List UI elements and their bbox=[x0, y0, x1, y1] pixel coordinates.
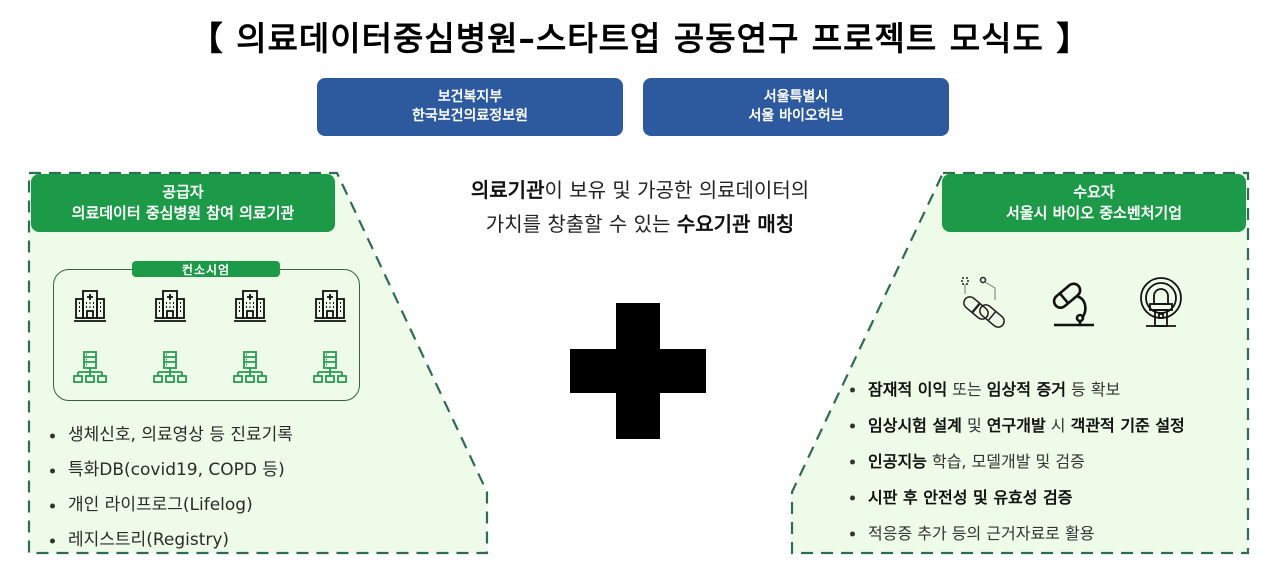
matching-description: 의료기관이 보유 및 가공한 의료데이터의 가치를 창출할 수 있는 수요기관 … bbox=[390, 173, 890, 241]
microscope-icon bbox=[1046, 272, 1100, 332]
server-network-icon bbox=[310, 348, 350, 388]
server-network-icon bbox=[150, 348, 190, 388]
matching-line-1: 의료기관이 보유 및 가공한 의료데이터의 bbox=[390, 173, 890, 207]
list-item: 임상시험 설계 및 연구개발 시 객관적 기준 설정 bbox=[846, 408, 1185, 444]
consortium-label: 컨소시엄 bbox=[132, 261, 280, 277]
matching-emphasis: 의료기관 bbox=[470, 178, 545, 202]
plain-text: 시 bbox=[1045, 416, 1071, 435]
mri-scanner-icon bbox=[1134, 272, 1188, 332]
supplier-data-list: 생체신호, 의료영상 등 진료기록 특화DB(covid19, COPD 등) … bbox=[46, 418, 293, 558]
hospital-icon bbox=[70, 286, 110, 326]
diagram-title: 【 의료데이터중심병원–스타트업 공동연구 프로젝트 모식도 】 bbox=[189, 19, 1091, 58]
plain-text: 적응증 추가 등의 근거자료로 활용 bbox=[868, 524, 1095, 543]
matching-line-2: 가치를 창출할 수 있는 수요기관 매칭 bbox=[390, 207, 890, 241]
org-box-line1: 서울특별시 bbox=[763, 89, 829, 105]
emphasis-text: 임상적 증거 bbox=[986, 380, 1066, 399]
plus-icon bbox=[570, 303, 706, 439]
server-network-icon bbox=[70, 348, 110, 388]
list-item: 적응증 추가 등의 근거자료로 활용 bbox=[846, 516, 1185, 552]
org-box-seoul-city: 서울특별시 서울 바이오허브 bbox=[643, 78, 949, 136]
hospital-icon bbox=[230, 286, 270, 326]
emphasis-text: 객관적 기준 설정 bbox=[1070, 416, 1185, 435]
hospital-icon-row bbox=[70, 286, 350, 326]
matching-text: 가치를 창출할 수 있는 bbox=[485, 212, 677, 236]
list-item: 인공지능 학습, 모델개발 및 검증 bbox=[846, 444, 1185, 480]
capsules-icon bbox=[958, 272, 1012, 332]
list-item: 잠재적 이익 또는 임상적 증거 등 확보 bbox=[846, 372, 1185, 408]
plain-text: 및 bbox=[961, 416, 987, 435]
emphasis-text: 인공지능 bbox=[868, 452, 927, 471]
server-network-icon-row bbox=[70, 348, 350, 388]
org-box-line1: 보건복지부 bbox=[437, 89, 503, 105]
server-network-icon bbox=[230, 348, 270, 388]
emphasis-text: 임상시험 설계 bbox=[868, 416, 962, 435]
supplier-header-role: 공급자 bbox=[162, 183, 204, 201]
demander-header: 수요자 서울시 바이오 중소벤처기업 bbox=[942, 174, 1246, 232]
supplier-header-desc: 의료데이터 중심병원 참여 의료기관 bbox=[71, 204, 295, 222]
list-item: 생체신호, 의료영상 등 진료기록 bbox=[46, 418, 293, 453]
org-box-line2: 서울 바이오허브 bbox=[748, 108, 844, 124]
emphasis-text: 시판 후 안전성 및 유효성 검증 bbox=[868, 488, 1073, 507]
matching-emphasis: 수요기관 매칭 bbox=[676, 212, 795, 236]
plain-text: 등 확보 bbox=[1065, 380, 1121, 399]
demander-header-desc: 서울시 바이오 중소벤처기업 bbox=[1005, 204, 1183, 222]
hospital-icon bbox=[150, 286, 190, 326]
supplier-header: 공급자 의료데이터 중심병원 참여 의료기관 bbox=[31, 174, 335, 232]
plus-horizontal-bar bbox=[570, 349, 706, 393]
demander-header-role: 수요자 bbox=[1073, 183, 1115, 201]
list-item: 레지스트리(Registry) bbox=[46, 523, 293, 558]
list-item: 개인 라이프로그(Lifelog) bbox=[46, 488, 293, 523]
demander-usage-list: 잠재적 이익 또는 임상적 증거 등 확보 임상시험 설계 및 연구개발 시 객… bbox=[846, 372, 1185, 552]
list-item: 특화DB(covid19, COPD 등) bbox=[46, 453, 293, 488]
matching-text: 이 보유 및 가공한 의료데이터의 bbox=[544, 178, 810, 202]
emphasis-text: 잠재적 이익 bbox=[868, 380, 948, 399]
plain-text: 학습, 모델개발 및 검증 bbox=[926, 452, 1085, 471]
org-box-ministry-of-health: 보건복지부 한국보건의료정보원 bbox=[317, 78, 623, 136]
hospital-icon bbox=[310, 286, 350, 326]
org-box-line2: 한국보건의료정보원 bbox=[412, 108, 528, 124]
list-item: 시판 후 안전성 및 유효성 검증 bbox=[846, 480, 1185, 516]
plain-text: 또는 bbox=[947, 380, 987, 399]
emphasis-text: 연구개발 bbox=[986, 416, 1046, 435]
demander-icon-row bbox=[958, 272, 1188, 332]
